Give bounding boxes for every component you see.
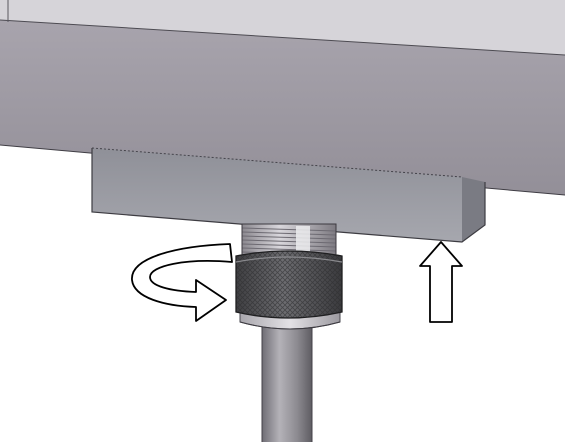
mounting-plate-front — [0, 20, 565, 195]
mounting-block — [91, 147, 486, 243]
mounting-block-front — [92, 148, 462, 242]
mounting-plate-top — [0, 0, 565, 55]
up-arrow-icon — [419, 241, 463, 323]
nut-outline — [235, 250, 343, 319]
rod — [261, 325, 313, 442]
mounting-block-side — [462, 177, 485, 242]
mounting-plate — [0, 0, 565, 196]
nut-knurling — [236, 251, 342, 318]
mounting-block-outline — [91, 148, 486, 243]
mounting-block-top-edge — [91, 147, 463, 178]
nut-top-chamfer — [235, 256, 343, 263]
knurled-nut — [235, 250, 343, 319]
rod-body — [262, 325, 312, 442]
rotate-arrow-icon — [131, 243, 233, 322]
mounting-plate-edge — [0, 19, 565, 56]
